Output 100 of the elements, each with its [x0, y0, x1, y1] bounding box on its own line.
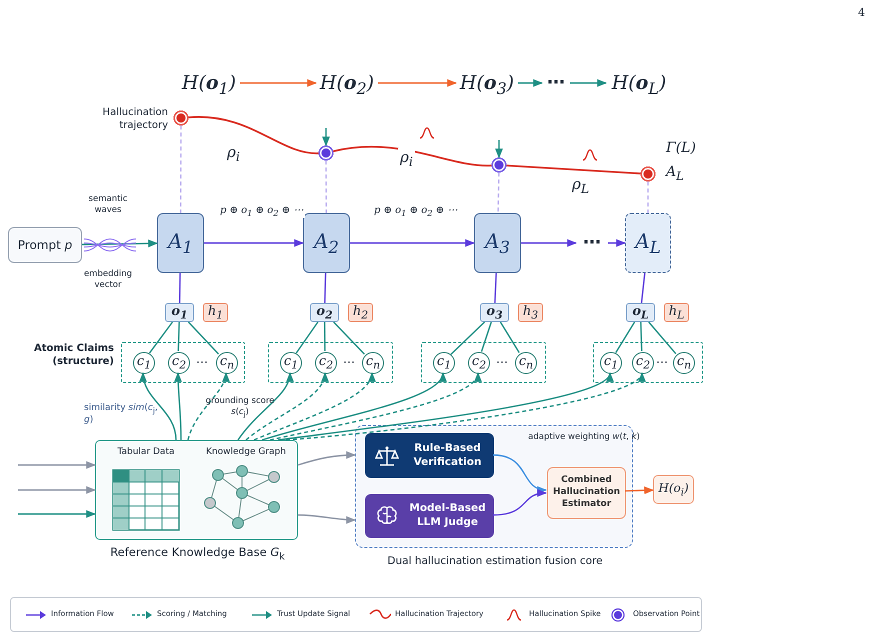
arrow — [254, 372, 374, 441]
arrow — [298, 451, 356, 466]
claim-label: c$_{1}$ — [604, 354, 618, 372]
output-box — [310, 303, 339, 322]
claim-label: c$_{n}$ — [518, 354, 534, 372]
claim-label: c$_{2}$ — [318, 354, 334, 372]
score-box — [348, 303, 373, 322]
connector-line — [615, 322, 636, 353]
claim-label: c$_{2}$ — [172, 354, 186, 372]
formula-label: A$_{L}$ — [666, 164, 684, 184]
arrow — [518, 79, 543, 87]
arrow — [237, 372, 293, 440]
arrow — [204, 239, 304, 247]
ellipsis: ⋯ — [195, 355, 209, 370]
claim-label: c$_{n}$ — [220, 354, 234, 372]
score-label: h$_{L}$ — [668, 304, 684, 322]
output-box — [165, 303, 194, 322]
ellipsis: ⋯ — [342, 355, 356, 370]
arrow — [18, 486, 96, 494]
arrow — [378, 79, 457, 87]
arrow — [240, 79, 317, 87]
formula-label: H(o$_{2}$) — [316, 70, 378, 96]
formula-label: H(o$_{i}$) — [658, 480, 689, 498]
connector-line — [178, 322, 180, 352]
claim-circle — [133, 352, 155, 374]
score-label: h$_{3}$ — [522, 304, 538, 322]
formula-label: H(o$_{3}$) — [456, 70, 518, 96]
arrow — [624, 486, 654, 494]
claim-circle — [468, 352, 490, 374]
claim-circle — [673, 352, 695, 374]
result-box — [653, 475, 694, 504]
claim-circle — [280, 352, 302, 374]
agent-label: A$_{1}$ — [168, 229, 194, 257]
trajectory-curve — [188, 116, 319, 154]
panel-caption: Reference Knowledge Base G$_{k}$ — [109, 545, 286, 562]
output-label: o$_{L}$ — [632, 304, 649, 322]
section-heading: Knowledge Graph — [205, 447, 287, 457]
output-label: o$_{2}$ — [316, 304, 333, 322]
box-label: Model-Based LLM Judge — [408, 502, 487, 530]
callout-label: Hallucination trajectory — [102, 107, 168, 132]
arrow — [82, 240, 158, 248]
arrow — [246, 372, 328, 441]
section-heading: Tabular Data — [116, 447, 176, 457]
claim-label: c$_{1}$ — [284, 354, 298, 372]
connector-line — [148, 322, 174, 354]
arrow — [262, 372, 444, 441]
connector-line — [180, 126, 182, 213]
trajectory-curve — [506, 164, 641, 174]
arrow — [350, 239, 475, 247]
arrow — [18, 510, 96, 518]
arrow — [174, 372, 182, 440]
claim-label: c$_{2}$ — [636, 354, 650, 372]
connector-line — [494, 272, 497, 304]
claim-circle — [515, 352, 537, 374]
claim-circle — [600, 352, 622, 374]
judge-box — [365, 494, 494, 538]
score-box — [203, 303, 228, 322]
connector-line — [640, 272, 646, 304]
score-box — [518, 303, 543, 322]
annotation-label: adaptive weighting w(t, k) — [528, 432, 640, 443]
annotation-label: grounding score s(c$_{j}$) — [204, 396, 276, 420]
box-label: Rule-Based Verification — [412, 442, 482, 470]
panel-caption: Dual hallucination estimation fusion core — [386, 555, 604, 567]
agent-label: A$_{2}$ — [314, 229, 340, 257]
connector-line — [640, 322, 642, 352]
connector-line — [324, 322, 326, 351]
arrow — [495, 140, 503, 158]
claim-circle — [216, 352, 238, 374]
formula-label: Γ(L) — [666, 140, 696, 158]
arrow — [322, 128, 330, 146]
edge-label: p ⊕ o$_{1}$ ⊕ o$_{2}$ ⊕ ⋯ — [372, 204, 460, 218]
claim-group-box — [268, 342, 393, 383]
formula-label: H(o$_{L}$) — [606, 70, 672, 96]
formula-label: H(o$_{1}$) — [178, 70, 240, 96]
arrow — [270, 372, 479, 441]
ellipsis: ⋯ — [495, 355, 509, 370]
claim-group-box — [421, 342, 546, 383]
trajectory-curve — [333, 146, 492, 166]
claim-label: c$_{2}$ — [472, 354, 486, 372]
connector-line — [450, 322, 486, 355]
claim-label: c$_{n}$ — [366, 354, 380, 372]
connector-line — [500, 322, 520, 353]
claim-circle — [632, 352, 654, 374]
observation-point — [173, 110, 189, 126]
observation-point — [318, 145, 334, 161]
connector-line — [480, 322, 492, 352]
annotation-label: embedding vector — [82, 269, 134, 290]
score-box — [664, 303, 689, 322]
edge-label: ρ$_{i}$ — [398, 148, 415, 169]
connector-line — [296, 322, 318, 354]
output-box — [626, 303, 655, 322]
connector-line — [324, 272, 326, 304]
connector-line — [647, 182, 649, 213]
score-label: h$_{1}$ — [208, 304, 224, 322]
agent-box — [625, 213, 671, 273]
claim-label: c$_{n}$ — [676, 354, 692, 372]
ellipsis: ⋯ — [542, 70, 570, 96]
claim-group-box — [593, 342, 703, 383]
connector-line — [188, 322, 219, 354]
claim-label: c$_{1}$ — [436, 354, 452, 372]
